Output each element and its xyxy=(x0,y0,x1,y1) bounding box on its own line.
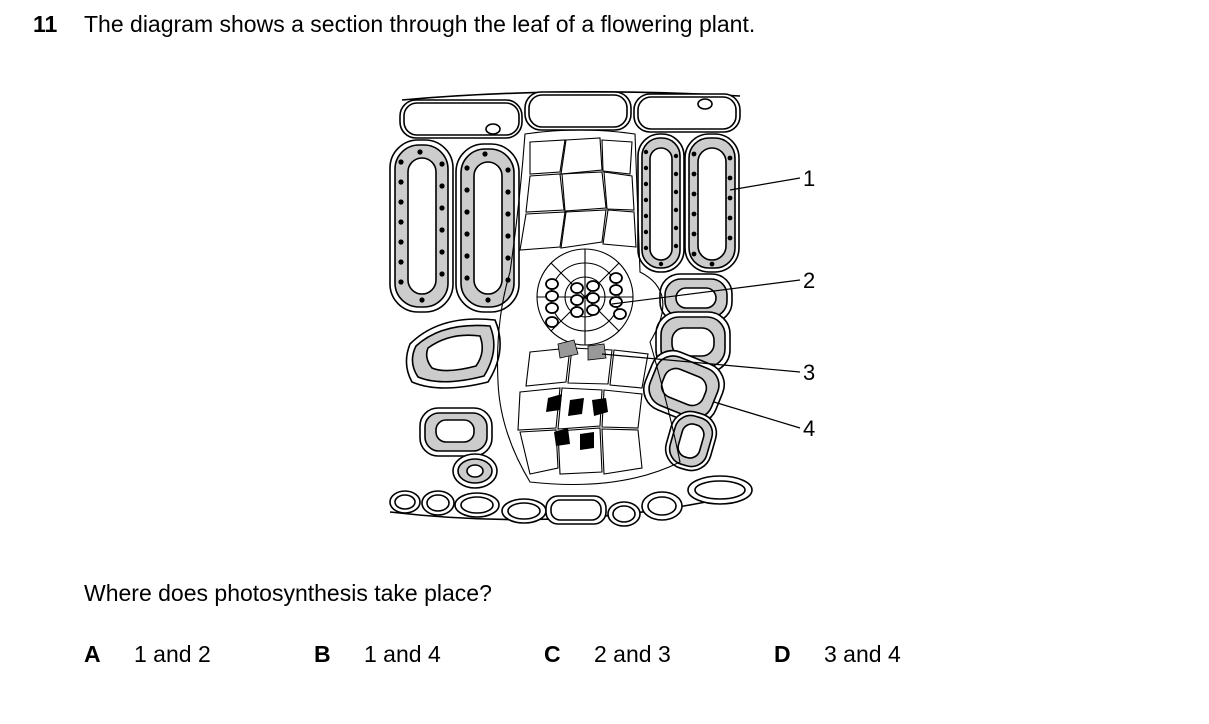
question-number: 11 xyxy=(33,11,58,37)
label-line-1 xyxy=(729,177,801,191)
option-a[interactable]: A 1 and 2 xyxy=(84,641,211,668)
spongy-mesophyll-cells xyxy=(405,273,733,489)
label-line-3 xyxy=(601,353,801,373)
leaf-section-diagram: 1 2 3 4 xyxy=(389,91,815,527)
option-c[interactable]: C 2 and 3 xyxy=(544,641,671,668)
option-d-text: 3 and 4 xyxy=(824,641,901,667)
option-d-letter: D xyxy=(774,641,791,667)
palisade-cells-left xyxy=(389,139,520,313)
option-a-text: 1 and 2 xyxy=(134,641,211,667)
label-line-2 xyxy=(611,279,801,305)
palisade-cells-right xyxy=(637,133,740,273)
dark-cells xyxy=(546,394,608,450)
question-prompt: Where does photosynthesis take place? xyxy=(84,580,492,606)
upper-epidermis xyxy=(399,91,741,139)
label-lines xyxy=(601,177,801,429)
option-b-text: 1 and 4 xyxy=(364,641,441,667)
question-text: The diagram shows a section through the … xyxy=(84,11,756,37)
phloem xyxy=(557,339,607,361)
option-d[interactable]: D 3 and 4 xyxy=(774,641,901,668)
label-4: 4 xyxy=(803,416,815,441)
xylem-vessels xyxy=(545,272,627,328)
option-c-letter: C xyxy=(544,641,561,667)
label-2: 2 xyxy=(803,268,815,293)
option-b-letter: B xyxy=(314,641,331,667)
option-c-text: 2 and 3 xyxy=(594,641,671,667)
option-a-letter: A xyxy=(84,641,101,667)
label-3: 3 xyxy=(803,360,815,385)
lower-epidermis xyxy=(389,475,753,527)
label-1: 1 xyxy=(803,166,815,191)
chloroplasts xyxy=(398,149,733,303)
option-b[interactable]: B 1 and 4 xyxy=(314,641,441,668)
vascular-bundle xyxy=(496,129,681,486)
label-line-4 xyxy=(713,401,801,429)
